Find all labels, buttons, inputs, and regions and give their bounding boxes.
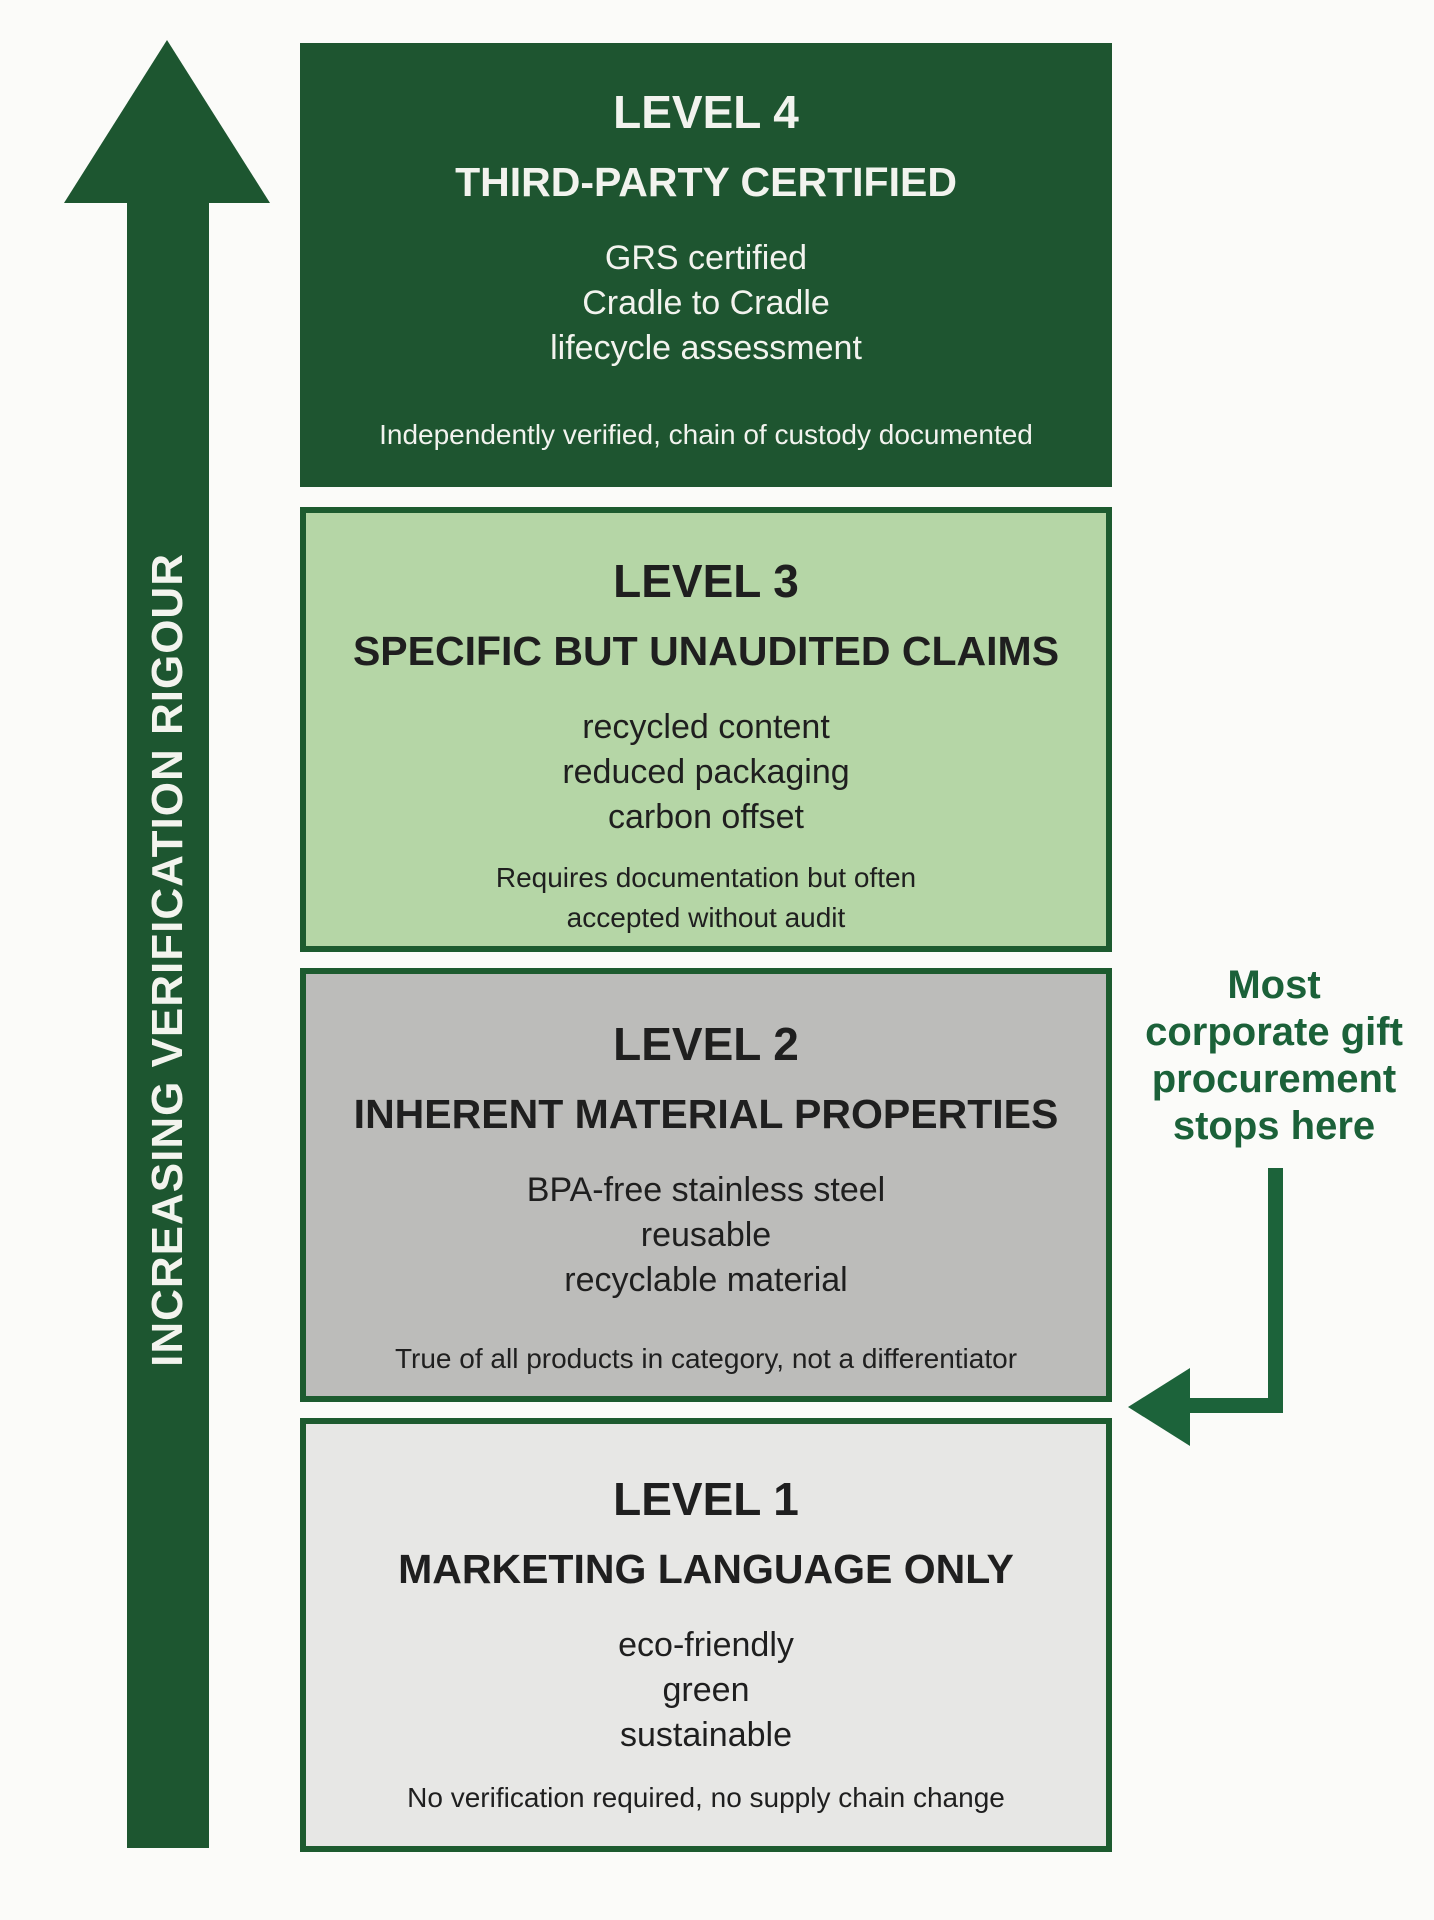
- level-4-example-2: Cradle to Cradle: [582, 284, 830, 322]
- level-3-examples: recycled content reduced packaging carbo…: [562, 705, 849, 840]
- level-2-box: LEVEL 2 INHERENT MATERIAL PROPERTIES BPA…: [300, 968, 1112, 1402]
- level-1-box: LEVEL 1 MARKETING LANGUAGE ONLY eco-frie…: [300, 1418, 1112, 1852]
- level-1-example-1: eco-friendly: [618, 1626, 794, 1664]
- level-4-box: LEVEL 4 THIRD-PARTY CERTIFIED GRS certif…: [300, 43, 1112, 487]
- level-2-subtitle: INHERENT MATERIAL PROPERTIES: [353, 1091, 1059, 1137]
- level-2-note: True of all products in category, not a …: [394, 1343, 1018, 1374]
- level-4-subtitle: THIRD-PARTY CERTIFIED: [455, 159, 957, 205]
- level-2-examples: BPA-free stainless steel reusable recycl…: [527, 1168, 885, 1303]
- rigour-axis-shaft: [127, 198, 209, 1848]
- procurement-arrow-vertical-segment: [1268, 1168, 1283, 1413]
- level-2-example-1: BPA-free stainless steel: [526, 1171, 886, 1209]
- rigour-axis-label: INCREASING VERIFICATION RIGOUR: [143, 553, 192, 1367]
- level-1-subtitle: MARKETING LANGUAGE ONLY: [398, 1546, 1014, 1592]
- level-1-example-3: sustainable: [619, 1716, 792, 1754]
- level-3-example-1: recycled content: [582, 708, 830, 746]
- level-2-title: LEVEL 2: [613, 1018, 799, 1070]
- level-1-example-2: green: [662, 1671, 750, 1709]
- level-1-title: LEVEL 1: [613, 1473, 799, 1525]
- level-3-subtitle: SPECIFIC BUT UNAUDITED CLAIMS: [352, 628, 1060, 674]
- level-3-note: Requires documentation but often accepte…: [495, 862, 917, 933]
- level-3-title: LEVEL 3: [613, 555, 799, 607]
- level-3-example-3: carbon offset: [608, 798, 804, 836]
- level-4-example-3: lifecycle assessment: [550, 329, 862, 367]
- level-1-examples: eco-friendly green sustainable: [618, 1623, 794, 1758]
- level-2-example-3: recyclable material: [564, 1261, 848, 1299]
- level-1-note: No verification required, no supply chai…: [407, 1782, 1005, 1813]
- procurement-note: Most corporate gift procurement stops he…: [1145, 963, 1403, 1148]
- level-4-examples: GRS certified Cradle to Cradle lifecycle…: [550, 236, 862, 371]
- level-4-title: LEVEL 4: [613, 86, 799, 138]
- level-2-example-2: reusable: [640, 1216, 772, 1254]
- up-arrow-icon: [64, 40, 270, 203]
- level-4-note: Independently verified, chain of custody…: [379, 419, 1033, 450]
- rigour-axis-label-wrap: INCREASING VERIFICATION RIGOUR: [127, 200, 209, 1720]
- level-3-example-2: reduced packaging: [562, 753, 850, 791]
- left-arrowhead-icon: [1128, 1368, 1190, 1446]
- level-3-box: LEVEL 3 SPECIFIC BUT UNAUDITED CLAIMS re…: [300, 507, 1112, 952]
- level-4-example-1: GRS certified: [604, 239, 808, 277]
- procurement-arrow-horizontal-segment: [1186, 1398, 1283, 1413]
